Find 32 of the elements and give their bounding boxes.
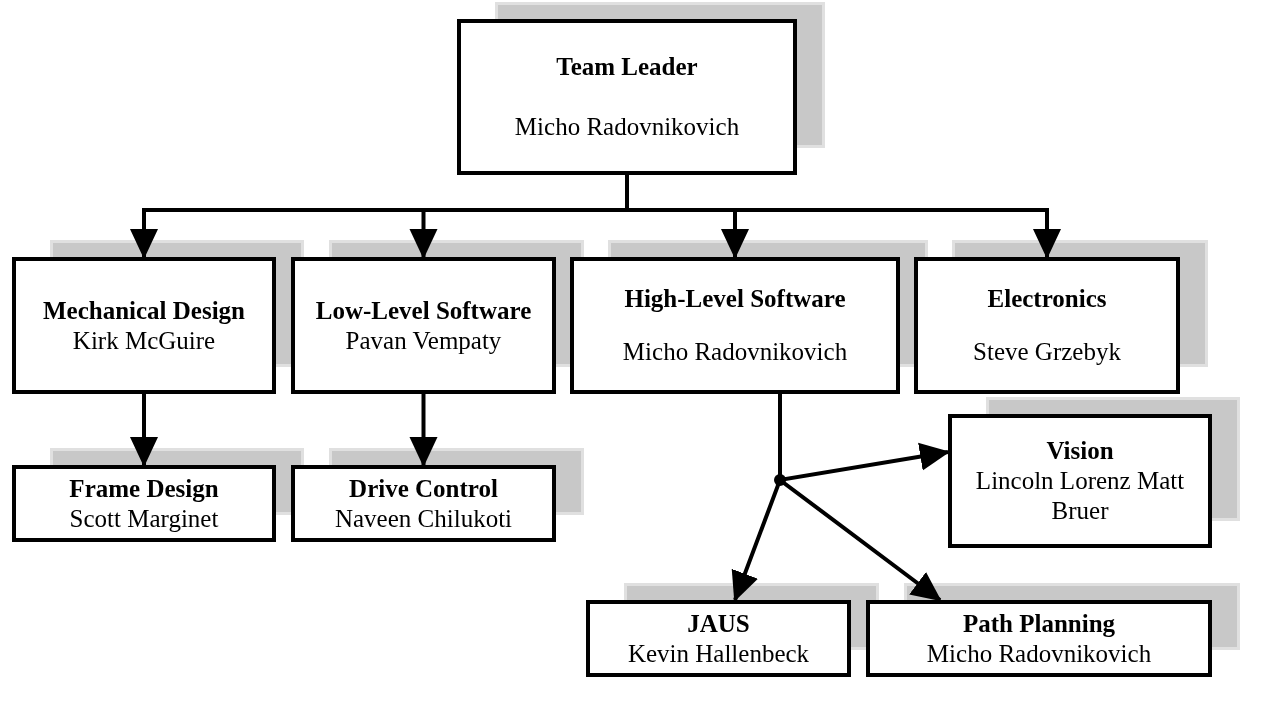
org-box	[570, 257, 900, 394]
role-title: Team Leader	[556, 52, 698, 83]
org-box	[914, 257, 1180, 394]
member-name: Naveen Chilukoti	[334, 503, 513, 534]
org-box	[586, 600, 851, 677]
role-title: Mechanical Design	[42, 295, 246, 326]
role-title: Electronics	[987, 284, 1107, 314]
role-title: Drive Control	[349, 473, 498, 504]
member-name: Micho Radovnikovich	[514, 111, 740, 142]
role-title: Path Planning	[962, 608, 1116, 639]
role-title: Frame Design	[69, 473, 219, 504]
connector-arrow	[130, 394, 158, 467]
org-box	[457, 19, 797, 175]
org-box	[948, 414, 1212, 548]
member-name: Scott Marginet	[69, 503, 219, 534]
org-box	[12, 465, 276, 542]
role-title: High-Level Software	[624, 284, 846, 314]
org-box	[291, 257, 556, 394]
member-name: Kirk McGuire	[72, 325, 216, 356]
role-title: Low-Level Software	[315, 295, 532, 326]
role-title: Vision	[1046, 436, 1114, 466]
org-box	[12, 257, 276, 394]
member-name: Pavan Vempaty	[345, 325, 502, 356]
member-name: Micho Radovnikovich	[926, 638, 1152, 669]
org-box	[291, 465, 556, 542]
org-box	[866, 600, 1212, 677]
member-name: Kevin Hallenbeck	[627, 638, 810, 669]
role-title: JAUS	[687, 608, 750, 639]
member-name: Lincoln Lorenz Matt Bruer	[974, 466, 1186, 526]
member-name: Micho Radovnikovich	[622, 337, 848, 367]
connector-arrow	[409, 394, 438, 467]
member-name: Steve Grzebyk	[973, 337, 1121, 367]
